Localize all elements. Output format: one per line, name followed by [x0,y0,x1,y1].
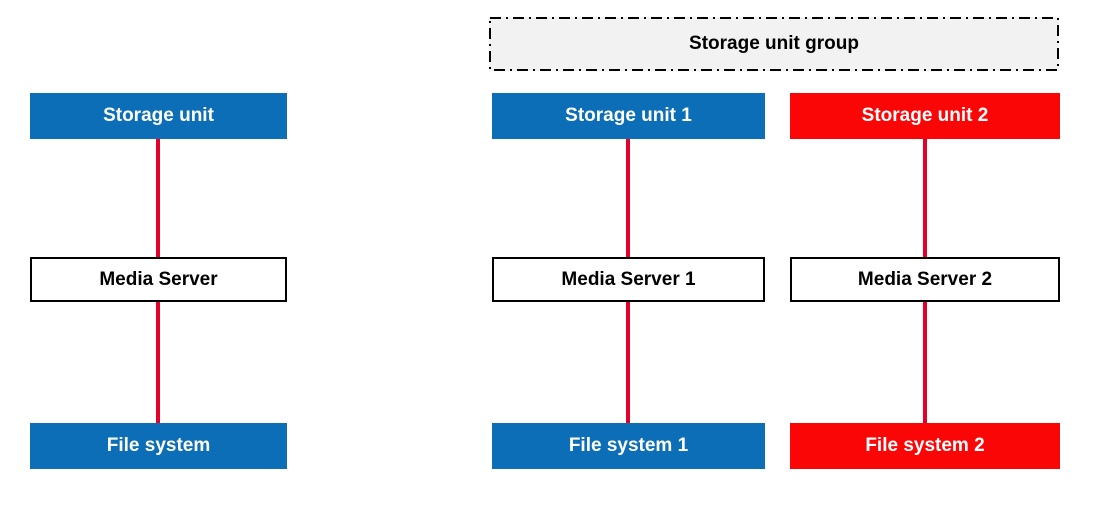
storage-unit-2-node: Storage unit 2 [790,93,1060,139]
media-server-2-node: Media Server 2 [790,257,1060,302]
storage-unit-group-box: Storage unit group [489,17,1059,71]
media-server-2-label: Media Server 2 [857,268,993,290]
file-system-label: File system [106,435,211,456]
storage-unit-2-label: Storage unit 2 [861,105,989,126]
dash-dot-border [489,17,1059,71]
media-server-node: Media Server [30,257,287,302]
file-system-2-node: File system 2 [790,423,1060,469]
storage-unit-label: Storage unit [103,105,214,126]
media-server-label: Media Server [99,268,218,290]
storage-unit-1-label: Storage unit 1 [565,105,692,126]
file-system-2-label: File system 2 [865,435,985,456]
storage-unit-group-label: Storage unit group [689,33,859,54]
file-system-1-node: File system 1 [492,423,765,469]
storage-unit-1-node: Storage unit 1 [492,93,765,139]
file-system-1-label: File system 1 [568,435,689,456]
file-system-node: File system [30,423,287,469]
media-server-1-node: Media Server 1 [492,257,765,302]
media-server-1-label: Media Server 1 [561,268,696,290]
storage-unit-node: Storage unit [30,93,287,139]
